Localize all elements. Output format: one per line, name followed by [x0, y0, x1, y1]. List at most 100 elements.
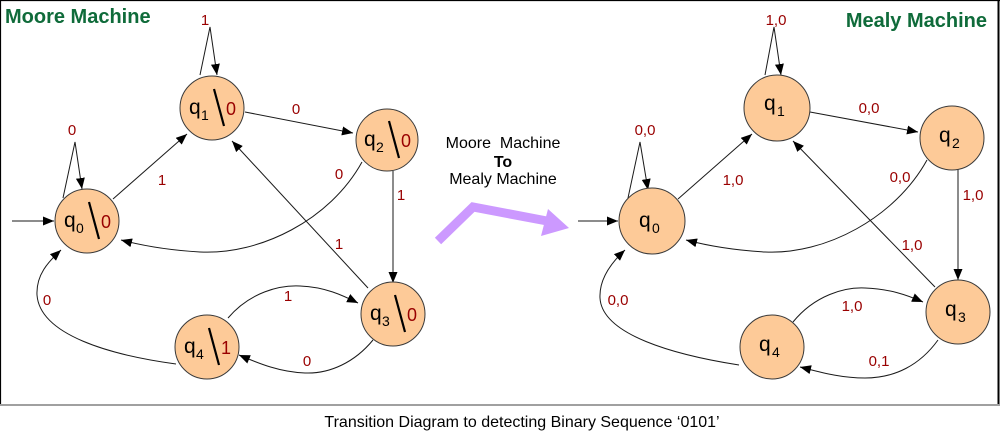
state-index: 1: [201, 107, 209, 123]
moore-label-q4-q0: 0: [43, 292, 51, 309]
output-separator: [393, 294, 407, 333]
state-symbol: q: [639, 209, 651, 232]
conversion-arrow-shaft: [434, 202, 548, 245]
conversion-line-3: Mealy Machine: [449, 171, 557, 188]
moore-machine-title: Moore Machine: [5, 6, 151, 28]
mealy-edge-q1-q1: [764, 26, 784, 76]
state-index: 1: [777, 103, 785, 119]
moore-edge-q3-q4: [238, 339, 374, 374]
state-output: 0: [401, 131, 411, 151]
moore-label-q2-q3: 1: [397, 187, 405, 204]
moore-label-q1-q2: 0: [292, 101, 300, 118]
state-symbol: q: [189, 96, 201, 119]
moore-edge-q1-q1: [199, 26, 220, 76]
mealy-edge-q4-q0: [599, 249, 740, 366]
conversion-line-1: Moore Machine: [446, 135, 561, 152]
state-symbol: q: [184, 335, 196, 358]
mealy-edge-q4-q3: [792, 287, 924, 323]
conversion-arrow-icon: [434, 202, 569, 245]
state-symbol: q: [764, 92, 776, 115]
moore-state-q1: q 1 0: [179, 75, 245, 141]
moore-label-q0-q0: 0: [68, 122, 76, 139]
mealy-label-q4-q0: 0,0: [608, 292, 629, 309]
output-separator: [207, 327, 221, 366]
state-index: 0: [76, 220, 84, 236]
moore-state-q2: q 2 0: [355, 108, 419, 172]
moore-label-q4-q3: 1: [284, 288, 292, 305]
state-circle: [355, 108, 419, 172]
diagram-frame: [0, 0, 1000, 406]
state-circle: [174, 314, 240, 380]
state-symbol: q: [945, 298, 957, 321]
mealy-machine-title: Mealy Machine: [846, 10, 987, 32]
state-circle: [618, 187, 686, 255]
state-circle: [925, 279, 991, 345]
state-circle: [743, 74, 811, 142]
state-circle: [360, 281, 426, 347]
mealy-edge-q1-q2: [809, 111, 919, 135]
mealy-label-q2-q0: 0,0: [890, 169, 911, 186]
mealy-edge-q2-q0: [685, 159, 928, 253]
mealy-state-q0: q 0: [618, 187, 686, 255]
state-index: 4: [196, 346, 204, 362]
state-output: 0: [101, 212, 111, 232]
moore-state-q0: q 0 0: [54, 188, 120, 254]
state-symbol: q: [64, 209, 76, 232]
output-separator: [387, 120, 401, 159]
state-index: 2: [376, 139, 384, 155]
mealy-label-q2-q3: 1,0: [963, 187, 984, 204]
state-output: 1: [221, 338, 231, 358]
state-symbol: q: [939, 124, 951, 147]
mealy-label-q0-q1: 1,0: [723, 172, 744, 189]
state-circle: [739, 314, 805, 380]
moore-edge-q3-q1: [231, 140, 369, 289]
state-index: 3: [382, 313, 390, 329]
state-index: 4: [772, 344, 780, 360]
mealy-state-q4: q 4: [739, 314, 805, 380]
moore-state-q3: q 3 0: [360, 281, 426, 347]
state-symbol: q: [364, 128, 376, 151]
mealy-state-q3: q 3: [925, 279, 991, 345]
moore-label-q3-q1: 1: [335, 236, 343, 253]
moore-machine-diagram: 0 1 1 0 0 1 1 0 1 0 q 0 0 q 1 0 q 2 0: [12, 12, 426, 380]
conversion-line-2: To: [494, 154, 513, 171]
conversion-annotation: Moore Machine To Mealy Machine: [434, 135, 569, 245]
mealy-state-q1: q 1: [743, 74, 811, 142]
state-circle: [54, 188, 120, 254]
mealy-label-q1-q1: 1,0: [766, 12, 787, 29]
moore-edge-q0-q0: [62, 141, 85, 199]
moore-label-q2-q0: 0: [335, 166, 343, 183]
mealy-label-q3-q4: 0,1: [869, 353, 890, 370]
mealy-label-q3-q1: 1,0: [902, 237, 923, 254]
state-symbol: q: [370, 302, 382, 325]
figure-caption: Transition Diagram to detecting Binary S…: [324, 414, 719, 431]
moore-edge-q2-q0: [120, 161, 363, 253]
mealy-state-q2: q 2: [919, 105, 985, 171]
mealy-machine-diagram: 0,0 1,0 1,0 0,0 0,0 1,0 1,0 0,1 1,0 0,0 …: [578, 12, 991, 380]
mealy-label-q0-q0: 0,0: [635, 122, 656, 139]
moore-edge-q4-q3: [227, 285, 359, 319]
moore-label-q3-q4: 0: [303, 353, 311, 370]
moore-edge-q0-q1: [112, 133, 188, 200]
conversion-arrow-head: [541, 209, 569, 236]
moore-edge-q1-q2: [244, 111, 354, 136]
state-output: 0: [407, 305, 417, 325]
state-symbol: q: [759, 333, 771, 356]
mealy-label-q4-q3: 1,0: [842, 298, 863, 315]
state-circle: [179, 75, 245, 141]
mealy-edge-q3-q4: [799, 339, 939, 379]
output-separator: [87, 201, 101, 240]
mealy-edge-q0-q0: [627, 141, 651, 199]
moore-label-q0-q1: 1: [158, 172, 166, 189]
state-output: 0: [226, 99, 236, 119]
output-separator: [212, 88, 226, 127]
state-index: 0: [652, 220, 660, 236]
state-index: 2: [952, 135, 960, 151]
state-index: 3: [958, 309, 966, 325]
moore-state-q4: q 4 1: [174, 314, 240, 380]
moore-label-q1-q1: 1: [201, 12, 209, 29]
moore-edge-q4-q0: [36, 249, 177, 365]
mealy-edge-q3-q1: [792, 140, 936, 288]
state-circle: [919, 105, 985, 171]
